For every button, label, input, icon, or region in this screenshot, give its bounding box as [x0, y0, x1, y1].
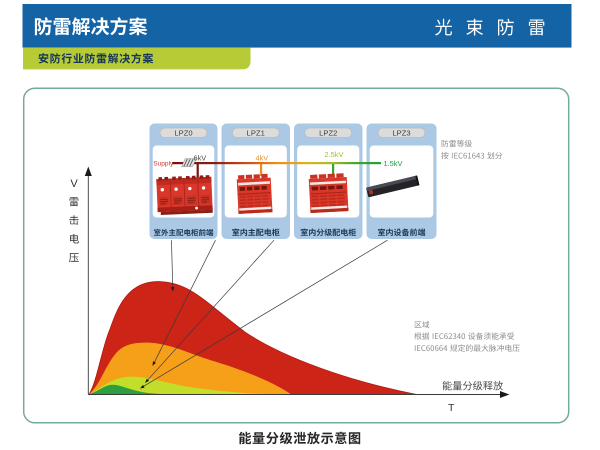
svg-text:LPZ0: LPZ0 — [174, 128, 192, 137]
svg-text:2.5kV: 2.5kV — [325, 150, 344, 159]
svg-text:4kV: 4kV — [256, 154, 269, 163]
svg-text:Supply: Supply — [153, 161, 174, 168]
svg-text:1.5kV: 1.5kV — [384, 159, 403, 168]
svg-text:LPZ2: LPZ2 — [319, 128, 337, 137]
svg-text:LPZ3: LPZ3 — [392, 128, 410, 137]
svg-text:T: T — [448, 402, 455, 414]
svg-text:LPZ1: LPZ1 — [247, 128, 265, 137]
svg-text:V: V — [70, 178, 78, 190]
svg-text:6kV: 6kV — [194, 154, 207, 163]
